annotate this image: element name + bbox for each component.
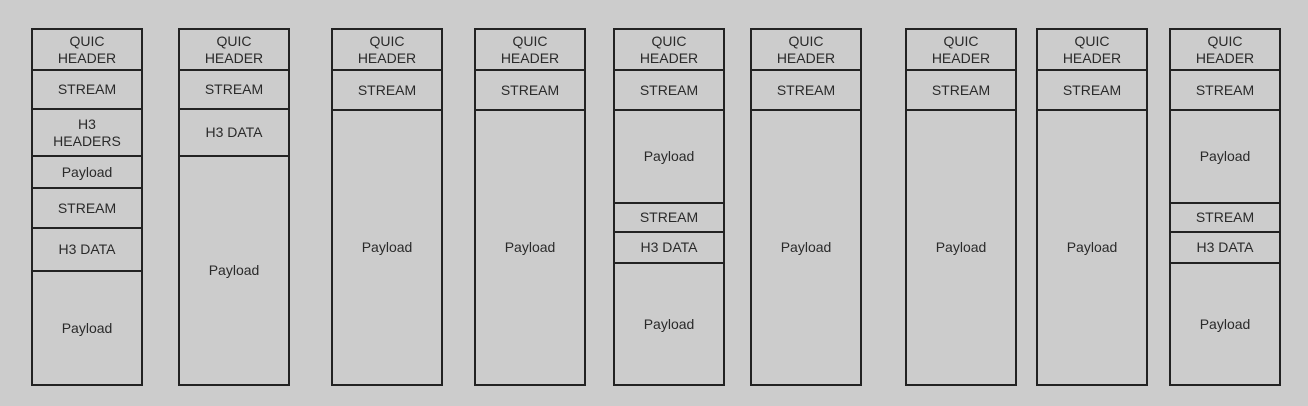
stream-frame-segment: STREAM <box>615 204 723 233</box>
stream-frame-segment: STREAM <box>615 71 723 111</box>
stream-frame-segment: STREAM <box>33 71 141 110</box>
stream-frame-segment: STREAM <box>476 71 584 111</box>
payload-segment: Payload <box>643 315 695 332</box>
packet-4: QUIC HEADER STREAM Payload <box>474 28 586 386</box>
packet-2: QUIC HEADER STREAM H3 DATA Payload <box>178 28 290 386</box>
stream-frame-segment: STREAM <box>333 71 441 111</box>
packet-7: QUIC HEADER STREAM Payload <box>905 28 1017 386</box>
h3-headers-segment: H3 HEADERS <box>33 110 141 157</box>
payload-segment: Payload <box>615 111 723 204</box>
payload-segment: Payload <box>33 157 141 189</box>
payload-segment: Payload <box>208 262 260 278</box>
packet-3: QUIC HEADER STREAM Payload <box>331 28 443 386</box>
stream-frame-segment: STREAM <box>752 71 860 111</box>
quic-header-segment: QUIC HEADER <box>907 30 1015 71</box>
stream-frame-segment: STREAM <box>1171 204 1279 233</box>
packet-5: QUIC HEADER STREAM Payload STREAM H3 DAT… <box>613 28 725 386</box>
payload-segment: Payload <box>361 239 413 255</box>
stream-frame-segment: STREAM <box>33 189 141 229</box>
quic-header-segment: QUIC HEADER <box>752 30 860 71</box>
stream-frame-segment: STREAM <box>180 71 288 110</box>
payload-segment: Payload <box>1066 239 1118 255</box>
stream-frame-segment: STREAM <box>1038 71 1146 111</box>
stream-frame-segment: STREAM <box>1171 71 1279 111</box>
h3-data-segment: H3 DATA <box>180 110 288 157</box>
payload-segment: Payload <box>504 239 556 255</box>
payload-segment: Payload <box>1199 315 1251 332</box>
payload-segment: Payload <box>935 239 987 255</box>
payload-segment: Payload <box>61 319 113 336</box>
quic-header-segment: QUIC HEADER <box>33 30 141 71</box>
quic-header-segment: QUIC HEADER <box>180 30 288 71</box>
packet-1: QUIC HEADER STREAM H3 HEADERS Payload ST… <box>31 28 143 386</box>
h3-data-segment: H3 DATA <box>1171 233 1279 264</box>
quic-header-segment: QUIC HEADER <box>1038 30 1146 71</box>
packet-8: QUIC HEADER STREAM Payload <box>1036 28 1148 386</box>
packet-6: QUIC HEADER STREAM Payload <box>750 28 862 386</box>
h3-data-segment: H3 DATA <box>615 233 723 264</box>
h3-data-segment: H3 DATA <box>33 229 141 272</box>
quic-header-segment: QUIC HEADER <box>1171 30 1279 71</box>
quic-header-segment: QUIC HEADER <box>476 30 584 71</box>
payload-segment: Payload <box>1171 111 1279 204</box>
stream-frame-segment: STREAM <box>907 71 1015 111</box>
quic-header-segment: QUIC HEADER <box>333 30 441 71</box>
quic-header-segment: QUIC HEADER <box>615 30 723 71</box>
packet-9: QUIC HEADER STREAM Payload STREAM H3 DAT… <box>1169 28 1281 386</box>
payload-segment: Payload <box>780 239 832 255</box>
